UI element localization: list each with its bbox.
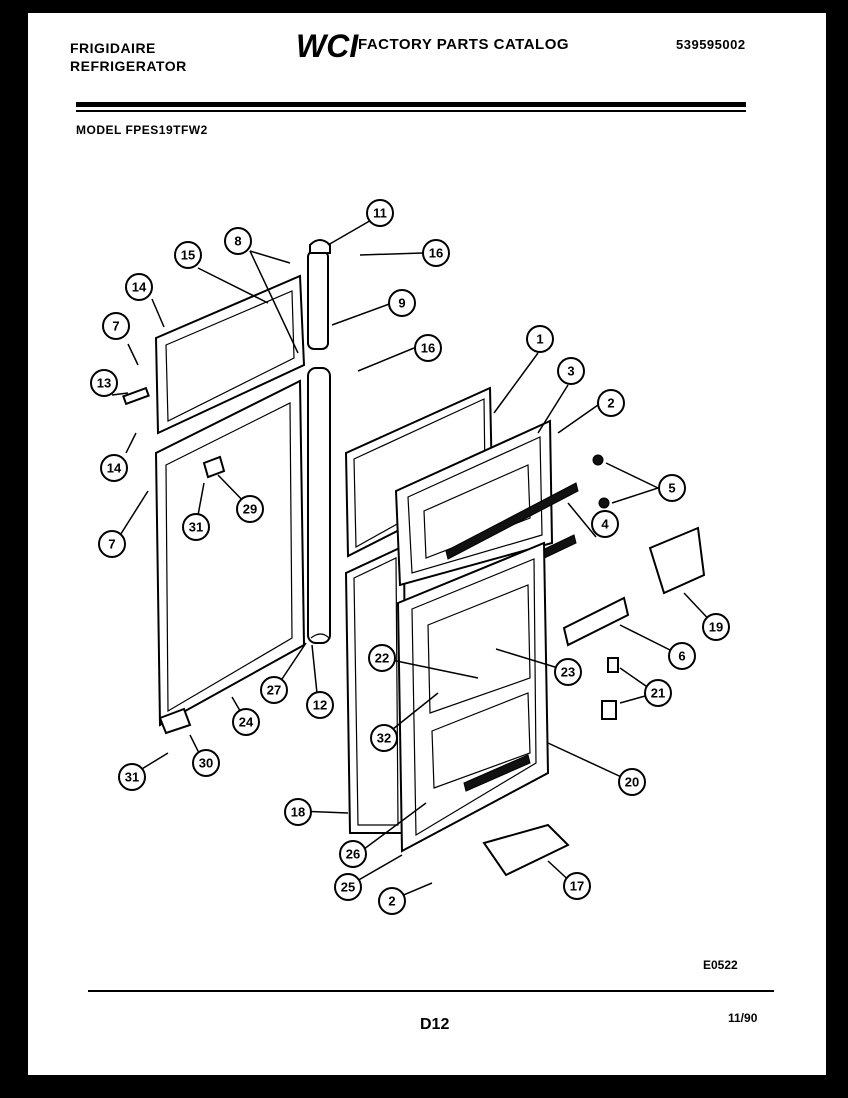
callout-21: 21 bbox=[644, 679, 672, 707]
callout-13: 13 bbox=[90, 369, 118, 397]
brand-name: FRIGIDAIRE bbox=[70, 40, 156, 56]
freezer-inner-liner bbox=[394, 419, 554, 587]
exploded-parts-diagram: 1223456778911121314141516161718192021222… bbox=[90, 199, 730, 915]
callout-1: 1 bbox=[526, 325, 554, 353]
callout-label: 24 bbox=[239, 715, 254, 730]
door-handles bbox=[307, 239, 331, 644]
product-type: REFRIGERATOR bbox=[70, 58, 187, 74]
callout-label: 22 bbox=[375, 651, 389, 666]
callout-6: 6 bbox=[668, 642, 696, 670]
freezer-door-frame bbox=[154, 274, 306, 435]
callout-27: 27 bbox=[260, 676, 288, 704]
callout-label: 4 bbox=[601, 517, 609, 532]
part-number: 539595002 bbox=[676, 37, 746, 52]
callout-label: 29 bbox=[243, 502, 257, 517]
callout-22: 22 bbox=[368, 644, 396, 672]
callout-label: 23 bbox=[561, 665, 575, 680]
catalog-page: FRIGIDAIRE REFRIGERATOR WCI FACTORY PART… bbox=[28, 13, 826, 1075]
callout-4: 4 bbox=[591, 510, 619, 538]
callout-label: 18 bbox=[291, 805, 305, 820]
callout-label: 31 bbox=[189, 520, 203, 535]
callout-label: 30 bbox=[199, 756, 213, 771]
callout-label: 16 bbox=[421, 341, 435, 356]
callout-label: 26 bbox=[346, 847, 360, 862]
callout-label: 1 bbox=[536, 332, 543, 347]
callout-14: 14 bbox=[125, 273, 153, 301]
callout-label: 2 bbox=[607, 396, 614, 411]
callout-2: 2 bbox=[597, 389, 625, 417]
callout-7: 7 bbox=[98, 530, 126, 558]
header-rule-thin bbox=[76, 110, 746, 112]
callout-label: 3 bbox=[567, 364, 574, 379]
callout-15: 15 bbox=[174, 241, 202, 269]
callout-label: 12 bbox=[313, 698, 327, 713]
callout-label: 31 bbox=[125, 770, 139, 785]
callout-11: 11 bbox=[366, 199, 394, 227]
callout-label: 7 bbox=[112, 319, 119, 334]
callout-label: 8 bbox=[234, 234, 241, 249]
callout-label: 7 bbox=[108, 537, 115, 552]
callout-label: 2 bbox=[388, 894, 395, 909]
callout-label: 21 bbox=[651, 686, 665, 701]
callout-label: 16 bbox=[429, 246, 443, 261]
figure-code: E0522 bbox=[703, 958, 738, 972]
callout-8: 8 bbox=[224, 227, 252, 255]
callout-label: 27 bbox=[267, 683, 281, 698]
callout-29: 29 bbox=[236, 495, 264, 523]
wci-logo-icon: WCI bbox=[296, 29, 359, 63]
callout-25: 25 bbox=[334, 873, 362, 901]
callout-label: 13 bbox=[97, 376, 111, 391]
callout-3: 3 bbox=[557, 357, 585, 385]
header-rule bbox=[76, 102, 746, 107]
callout-30: 30 bbox=[192, 749, 220, 777]
callout-17: 17 bbox=[563, 872, 591, 900]
callout-label: 25 bbox=[341, 880, 355, 895]
callout-14: 14 bbox=[100, 454, 128, 482]
callout-7: 7 bbox=[102, 312, 130, 340]
callout-12: 12 bbox=[306, 691, 334, 719]
callout-31: 31 bbox=[182, 513, 210, 541]
callout-20: 20 bbox=[618, 768, 646, 796]
footer-rule bbox=[88, 990, 774, 992]
catalog-title: FACTORY PARTS CATALOG bbox=[358, 36, 570, 53]
callout-24: 24 bbox=[232, 708, 260, 736]
callout-32: 32 bbox=[370, 724, 398, 752]
small-parts bbox=[122, 386, 706, 877]
callout-19: 19 bbox=[702, 613, 730, 641]
callout-label: 5 bbox=[668, 481, 675, 496]
callout-26: 26 bbox=[339, 840, 367, 868]
callout-16: 16 bbox=[414, 334, 442, 362]
callout-18: 18 bbox=[284, 798, 312, 826]
page-code: D12 bbox=[420, 1016, 450, 1033]
callout-label: 9 bbox=[398, 296, 405, 311]
revision-date: 11/90 bbox=[728, 1011, 758, 1025]
callout-label: 6 bbox=[678, 649, 685, 664]
callout-label: 15 bbox=[181, 248, 195, 263]
callout-label: 14 bbox=[132, 280, 147, 295]
fresh-food-inner-liner bbox=[396, 541, 550, 853]
model-number: MODEL FPES19TFW2 bbox=[76, 123, 208, 137]
callout-5: 5 bbox=[658, 474, 686, 502]
callout-label: 20 bbox=[625, 775, 639, 790]
fresh-food-door-frame bbox=[154, 379, 306, 727]
callout-label: 14 bbox=[107, 461, 122, 476]
logo-text: WCI bbox=[296, 29, 359, 63]
callout-label: 17 bbox=[570, 879, 584, 894]
callout-2: 2 bbox=[378, 887, 406, 915]
callout-label: 11 bbox=[373, 206, 387, 221]
callout-label: 32 bbox=[377, 731, 391, 746]
callout-9: 9 bbox=[388, 289, 416, 317]
callout-23: 23 bbox=[554, 658, 582, 686]
callout-31: 31 bbox=[118, 763, 146, 791]
callout-16: 16 bbox=[422, 239, 450, 267]
callout-label: 19 bbox=[709, 620, 723, 635]
